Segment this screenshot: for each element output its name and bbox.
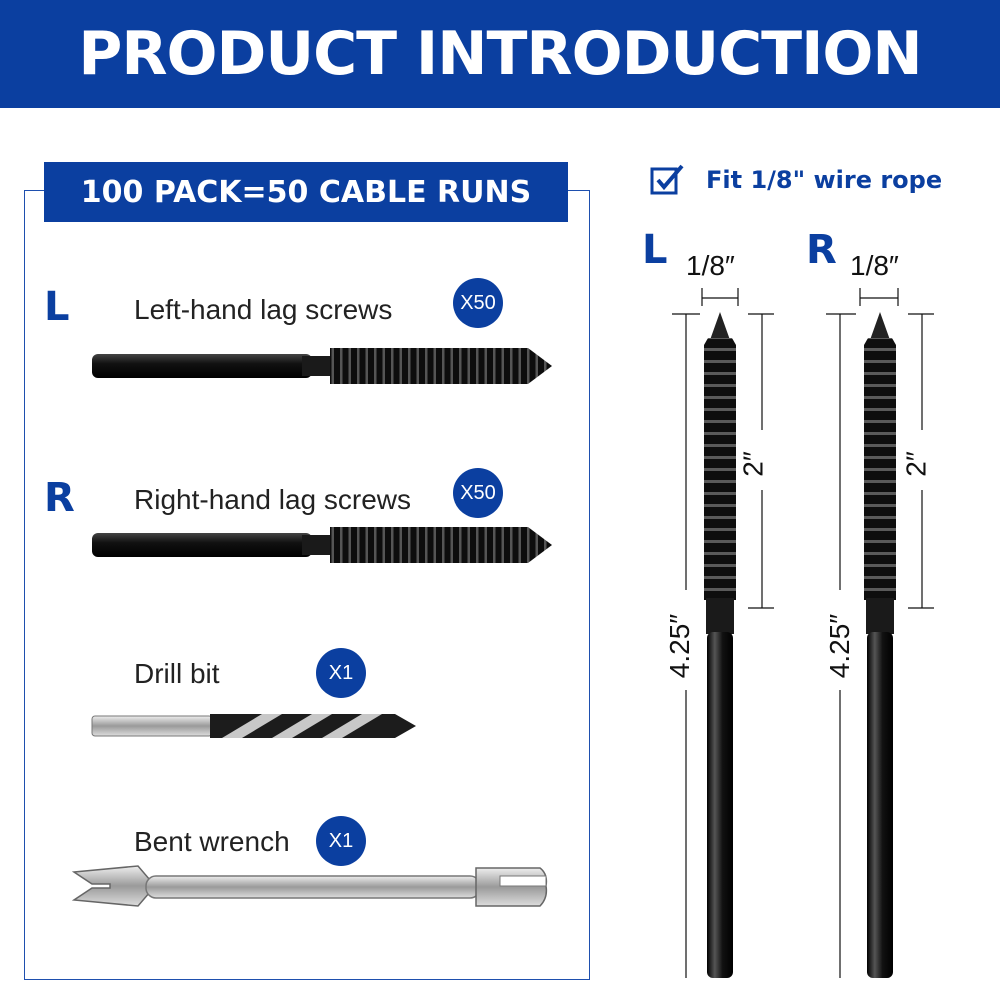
bent-wrench-label: Bent wrench: [134, 826, 290, 857]
drill-bit-image: [91, 714, 416, 738]
right-hand-letter: R: [44, 475, 75, 521]
left-lag-screw-qty-badge: X50: [453, 278, 503, 328]
left-hand-letter: L: [44, 284, 70, 330]
title-banner: PRODUCT INTRODUCTION: [0, 0, 1000, 108]
right-diameter-label: 1/8″: [850, 250, 899, 281]
right-lag-screw-label: Right-hand lag screws: [134, 484, 412, 515]
fit-note: Fit 1/8" wire rope: [650, 163, 942, 197]
right-vertical-lag-screw: [864, 312, 896, 978]
pack-header: 100 PACK=50 CABLE RUNS: [44, 162, 568, 222]
banner-title: PRODUCT INTRODUCTION: [78, 19, 922, 89]
checkbox-checked-icon: [650, 164, 684, 195]
left-diameter-label: 1/8″: [686, 250, 735, 281]
bent-wrench-qty-badge: X1: [316, 816, 366, 866]
left-vertical-lag-screw: [704, 312, 736, 978]
fit-note-text: Fit 1/8" wire rope: [706, 166, 943, 194]
left-lag-screw-image: [92, 348, 552, 384]
drill-bit-label: Drill bit: [134, 658, 220, 689]
diagram-left-letter: L: [642, 227, 668, 273]
right-lag-screw-qty-badge: X50: [453, 468, 503, 518]
diagram-right-letter: R: [806, 227, 837, 273]
right-lag-screw-image: [92, 527, 552, 563]
left-lag-screw-label: Left-hand lag screws: [134, 294, 393, 325]
dimension-lines: [672, 288, 934, 978]
bent-wrench-image: [71, 865, 548, 907]
drill-bit-qty-badge: X1: [316, 648, 366, 698]
